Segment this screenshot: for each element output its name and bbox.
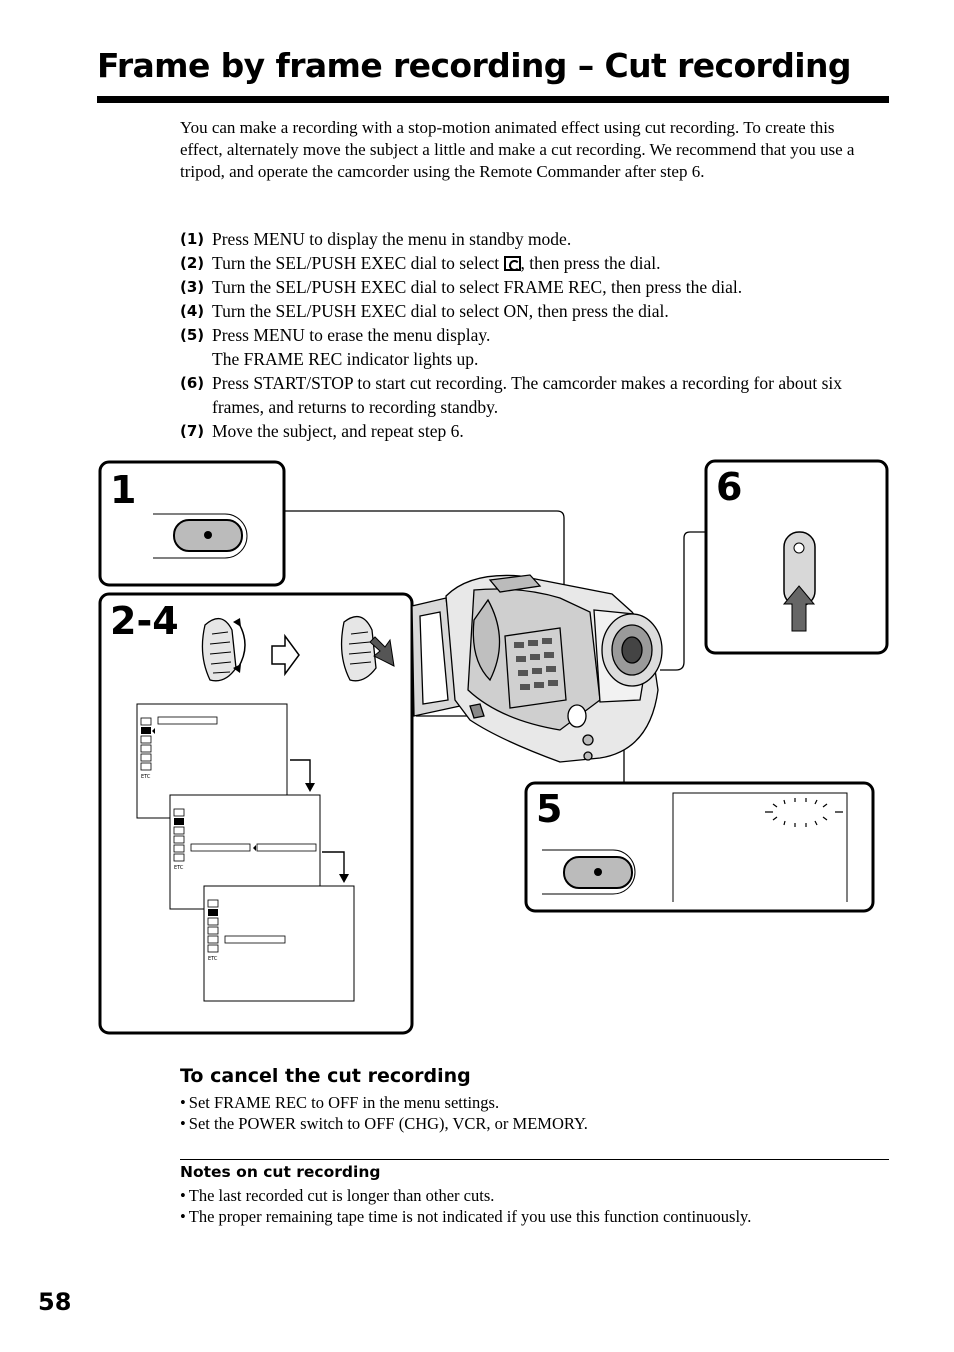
screen-arrows <box>290 759 345 876</box>
step-number: (1) <box>180 230 205 248</box>
step-number: (4) <box>180 302 205 320</box>
camcorder-illustration <box>411 574 663 763</box>
next-arrow-icon <box>271 633 300 677</box>
camera-menu-icon <box>503 256 521 271</box>
notes-heading: Notes on cut recording <box>180 1163 381 1181</box>
step-text: Press MENU to erase the menu display. <box>212 325 491 345</box>
step-item: (1) Press MENU to display the menu in sta… <box>180 227 890 251</box>
step-item: (2) Turn the SEL/PUSH EXEC dial to select… <box>180 251 890 275</box>
step-item: (5) Press MENU to erase the menu display.… <box>180 323 890 371</box>
notes-list: The last recorded cut is longer than oth… <box>180 1185 752 1227</box>
step-number: (2) <box>180 254 205 272</box>
page-title: Frame by frame recording – Cut recording <box>97 46 851 85</box>
step-number: (6) <box>180 374 205 392</box>
press-arrow-icon <box>782 585 816 632</box>
svg-text:ETC: ETC <box>174 865 184 871</box>
svg-text:ETC: ETC <box>141 774 151 780</box>
panel-step-5: 5 <box>524 781 875 913</box>
panel-step-6: 6 <box>704 459 889 655</box>
list-item: The proper remaining tape time is not in… <box>180 1206 752 1227</box>
notes-divider <box>180 1159 889 1160</box>
step-text: Turn the SEL/PUSH EXEC dial to select FR… <box>212 277 743 297</box>
step-item: (4) Turn the SEL/PUSH EXEC dial to select… <box>180 299 890 323</box>
title-rule <box>97 96 889 103</box>
step-text: Move the subject, and repeat step 6. <box>212 421 464 441</box>
step-1-label: 1 <box>110 468 136 512</box>
step-text: Turn the SEL/PUSH EXEC dial to select <box>212 253 504 273</box>
page-number: 58 <box>38 1288 72 1316</box>
frame-rec-indicator-blink <box>765 798 843 827</box>
step-number: (3) <box>180 278 205 296</box>
steps-list: (1) Press MENU to display the menu in sta… <box>180 227 890 443</box>
list-item: Set FRAME REC to OFF in the menu setting… <box>180 1092 588 1113</box>
list-item: Set the POWER switch to OFF (CHG), VCR, … <box>180 1113 588 1134</box>
cancel-list: Set FRAME REC to OFF in the menu setting… <box>180 1092 588 1134</box>
menu-screen-3: ETC <box>203 885 355 1002</box>
dial-press-icon <box>340 615 395 682</box>
step-2-4-label: 2-4 <box>110 599 179 643</box>
panel-step-1: 1 <box>98 460 286 587</box>
step-number: (7) <box>180 422 205 440</box>
step-item: (3) Turn the SEL/PUSH EXEC dial to select… <box>180 275 890 299</box>
list-item: The last recorded cut is longer than oth… <box>180 1185 751 1206</box>
procedure-illustration: 1 6 2-4 <box>98 459 889 1035</box>
svg-text:ETC: ETC <box>208 956 218 962</box>
step-5-label: 5 <box>536 787 562 831</box>
panel-step-2-4: 2-4 ETC <box>98 592 414 1035</box>
cancel-heading: To cancel the cut recording <box>180 1065 471 1087</box>
viewfinder-screen <box>672 792 848 902</box>
step-text: Turn the SEL/PUSH EXEC dial to select ON… <box>212 301 669 321</box>
step-text: , then press the dial. <box>520 253 661 273</box>
step-item: (7) Move the subject, and repeat step 6. <box>180 419 890 443</box>
step-item: (6) Press START/STOP to start cut recordi… <box>180 371 890 419</box>
dial-rotate-icon <box>201 618 246 682</box>
step-text: Press MENU to display the menu in standb… <box>212 229 572 249</box>
button-dot-icon <box>594 868 602 876</box>
button-dot-icon <box>204 531 212 539</box>
step-text-continued: The FRAME REC indicator lights up. <box>212 349 479 369</box>
step-6-label: 6 <box>716 465 742 509</box>
intro-paragraph: You can make a recording with a stop-mot… <box>180 118 855 181</box>
step-number: (5) <box>180 326 205 344</box>
step-text: Press START/STOP to start cut recording.… <box>212 373 842 417</box>
